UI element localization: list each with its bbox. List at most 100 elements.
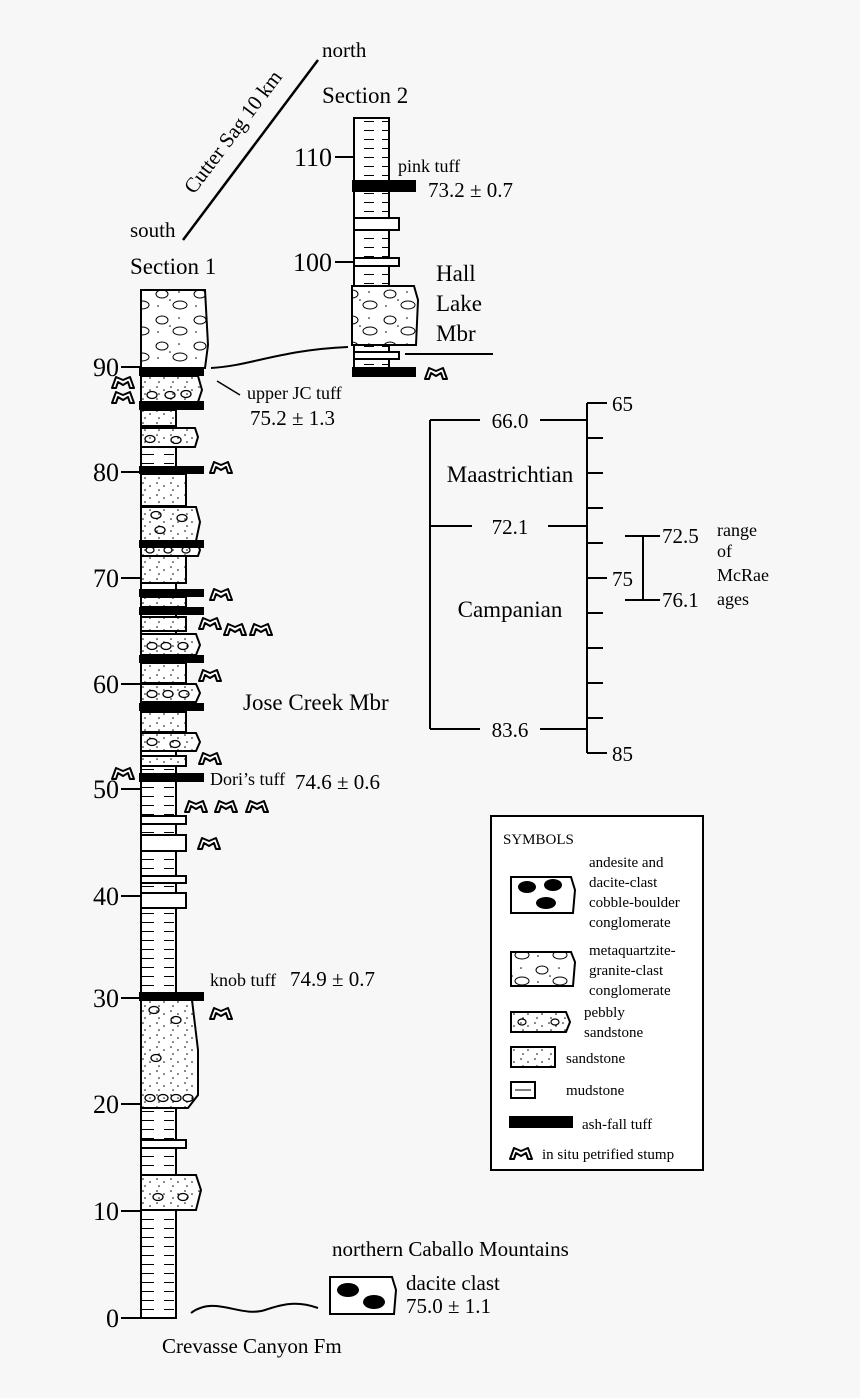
sandstone-bed (140, 555, 187, 584)
legend-metaquartzite-1: metaquartzite- (589, 943, 676, 959)
dacite-clast-age: 75.0 ± 1.1 (406, 1294, 491, 1318)
stage-maastrichtian: Maastrichtian (447, 462, 574, 487)
doris-tuff-age: 74.6 ± 0.6 (295, 770, 380, 794)
north-label: north (322, 38, 367, 62)
south-label: south (130, 218, 176, 242)
stump-icon (424, 367, 448, 380)
conglomerate-bed (351, 285, 420, 346)
stump-icon (198, 617, 222, 630)
sandstone-bed (140, 596, 187, 608)
ash-fall-tuff-swatch (509, 1116, 573, 1128)
stump-icon (249, 623, 273, 636)
legend-andesite-3: cobble-boulder (589, 895, 680, 911)
stump-icon (198, 752, 222, 765)
sandstone-bed (140, 875, 187, 884)
stump-icon (209, 461, 233, 474)
upper-jc-tuff-name: upper JC tuff (247, 383, 342, 403)
axis-label: 70 (93, 564, 119, 593)
sandstone-swatch (510, 1046, 556, 1068)
section1-column: 0 10 20 30 40 50 60 70 80 90 (93, 289, 273, 1333)
timescale: 65 75 85 66.0 72.1 83.6 Maastrichtian Ca… (429, 392, 769, 766)
legend-petrified-stump: in situ petrified stump (542, 1147, 674, 1163)
hall-lake-label-3: Mbr (436, 321, 476, 346)
stump-icon (111, 767, 135, 780)
metaquartzite-swatch (510, 951, 577, 987)
section1-title: Section 1 (130, 254, 216, 279)
sandstone-bed (353, 257, 400, 267)
legend-box (490, 815, 704, 1171)
legend-mudstone: mudstone (566, 1083, 625, 1099)
pebble-marks (144, 389, 194, 1202)
legend-ash-fall-tuff: ash-fall tuff (582, 1117, 652, 1133)
doris-tuff-name: Dori’s tuff (210, 769, 285, 789)
cutter-sag-line (182, 59, 319, 241)
mcrae-label-2: of (717, 541, 732, 561)
dacite-clast-symbol (329, 1276, 398, 1315)
pebbly-sandstone-bed (140, 683, 202, 703)
section2-title: Section 2 (322, 83, 408, 108)
timescale-tick-75: 75 (612, 567, 633, 591)
legend-pebbly-1: pebbly (584, 1005, 625, 1021)
conglomerate-bed-top (140, 289, 210, 369)
boundary-72: 72.1 (492, 515, 529, 539)
sandstone-bed (353, 217, 400, 231)
upper-jc-tuff-age: 75.2 ± 1.3 (250, 406, 335, 430)
sandstone-bed (140, 834, 187, 852)
legend-andesite-2: dacite-clast (589, 875, 658, 891)
section2-axis-ticks (335, 156, 354, 263)
knob-tuff-age: 74.9 ± 0.7 (290, 967, 375, 991)
section1-axis-ticks (121, 366, 141, 1319)
legend-title: SYMBOLS (503, 832, 574, 848)
pink-tuff-bed (352, 180, 416, 192)
stump-icon (111, 376, 135, 389)
stump-icon (214, 800, 238, 813)
pebbly-sandstone-bed (140, 1174, 203, 1211)
sandstone-bed (140, 409, 177, 427)
sandstone-bed (353, 351, 400, 360)
cutter-sag-label: Cutter Sag 10 km (179, 66, 287, 198)
mcrae-min: 72.5 (662, 524, 699, 548)
mcrae-label-3: McRae (717, 565, 769, 585)
section1-axis-labels: 0 10 20 30 40 50 60 70 80 90 (93, 353, 119, 1333)
unconformity-line (190, 1302, 319, 1314)
stump-icon (111, 391, 135, 404)
pebbly-sandstone-bed (140, 427, 200, 448)
axis-label: 10 (93, 1197, 119, 1226)
sandstone-bed (140, 711, 187, 733)
knob-tuff-name: knob tuff (210, 970, 276, 990)
hall-lake-label-1: Hall (436, 261, 476, 286)
stump-icon (209, 588, 233, 601)
crevasse-canyon-label: Crevasse Canyon Fm (162, 1334, 342, 1358)
dacite-clast-label: dacite clast (406, 1271, 500, 1295)
legend-metaquartzite-3: conglomerate (589, 983, 671, 999)
sandstone-bed (140, 1139, 187, 1149)
sandstone-bed (140, 892, 187, 909)
sandstone-bed (140, 473, 187, 507)
stump-icon (198, 669, 222, 682)
mcrae-max: 76.1 (662, 588, 699, 612)
axis-label: 30 (93, 984, 119, 1013)
axis-label: 0 (106, 1304, 119, 1333)
legend-andesite-4: conglomerate (589, 915, 671, 931)
sandstone-bed (140, 815, 187, 825)
sandstone-bed (140, 616, 187, 632)
mcrae-label-1: range (717, 520, 757, 540)
section2-column: 110 100 pink tuff 73.2 ± 0.7 Hall Lake M… (293, 117, 513, 380)
stump-icon (184, 800, 208, 813)
upper-jc-tuff-leader (216, 380, 241, 396)
legend-andesite-1: andesite and (589, 855, 664, 871)
pink-tuff-name: pink tuff (398, 156, 460, 176)
hall-lake-label-2: Lake (436, 291, 482, 316)
sandstone-bed (140, 755, 187, 767)
pink-tuff-age: 73.2 ± 0.7 (428, 178, 513, 202)
pebbly-sandstone-swatch (510, 1011, 572, 1033)
axis-label: 90 (93, 353, 119, 382)
axis-label: 20 (93, 1090, 119, 1119)
caballo-title: northern Caballo Mountains (332, 1237, 569, 1261)
stump-icon (245, 800, 269, 813)
section1-tuffs (139, 367, 204, 1001)
stump-icon (223, 623, 247, 636)
correlation-line (210, 346, 349, 369)
